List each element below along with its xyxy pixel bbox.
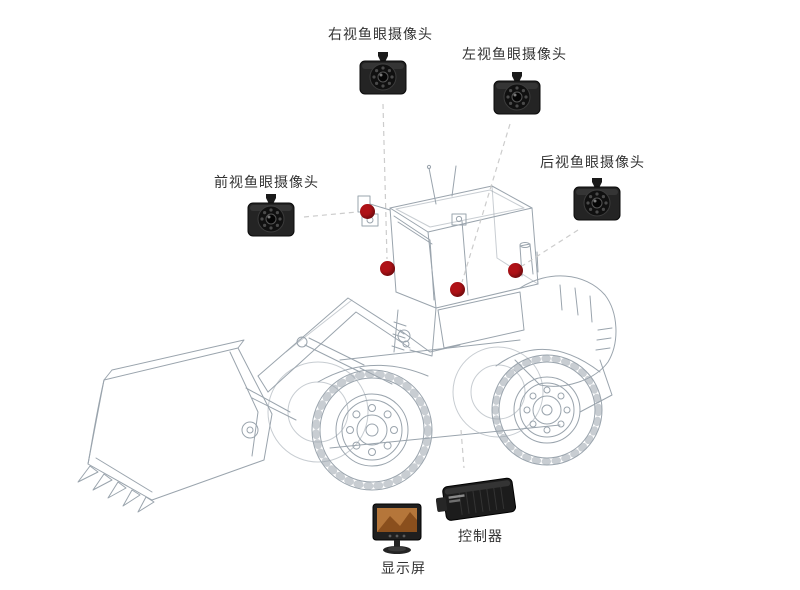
controller-label: 控制器 [458,528,503,544]
marker-left-camera [450,282,465,297]
engine-hood [514,242,617,413]
marker-right-camera [380,261,395,276]
display-icon [372,503,422,554]
bucket [77,339,273,513]
connector-rear [521,229,579,267]
controller-icon [436,477,517,521]
connector-right [382,103,388,260]
left-camera-label: 左视鱼眼摄像头 [462,46,567,62]
rear-camera-icon [573,178,621,221]
rear-camera-label: 后视鱼眼摄像头 [540,154,645,170]
loader-arms [245,297,437,421]
connector-left [461,123,511,283]
rear-wheel [491,354,603,466]
front-camera-icon [247,194,295,237]
right-camera-icon [359,52,407,95]
connector-front [303,211,358,218]
cab [357,164,539,309]
display-label: 显示屏 [381,560,426,576]
front-camera-label: 前视鱼眼摄像头 [214,174,319,190]
marker-rear-camera [508,263,523,278]
front-wheel [311,369,433,491]
marker-front-camera [360,204,375,219]
connector-controller [460,429,465,469]
right-camera-label: 右视鱼眼摄像头 [328,26,433,42]
left-camera-icon [493,72,541,115]
